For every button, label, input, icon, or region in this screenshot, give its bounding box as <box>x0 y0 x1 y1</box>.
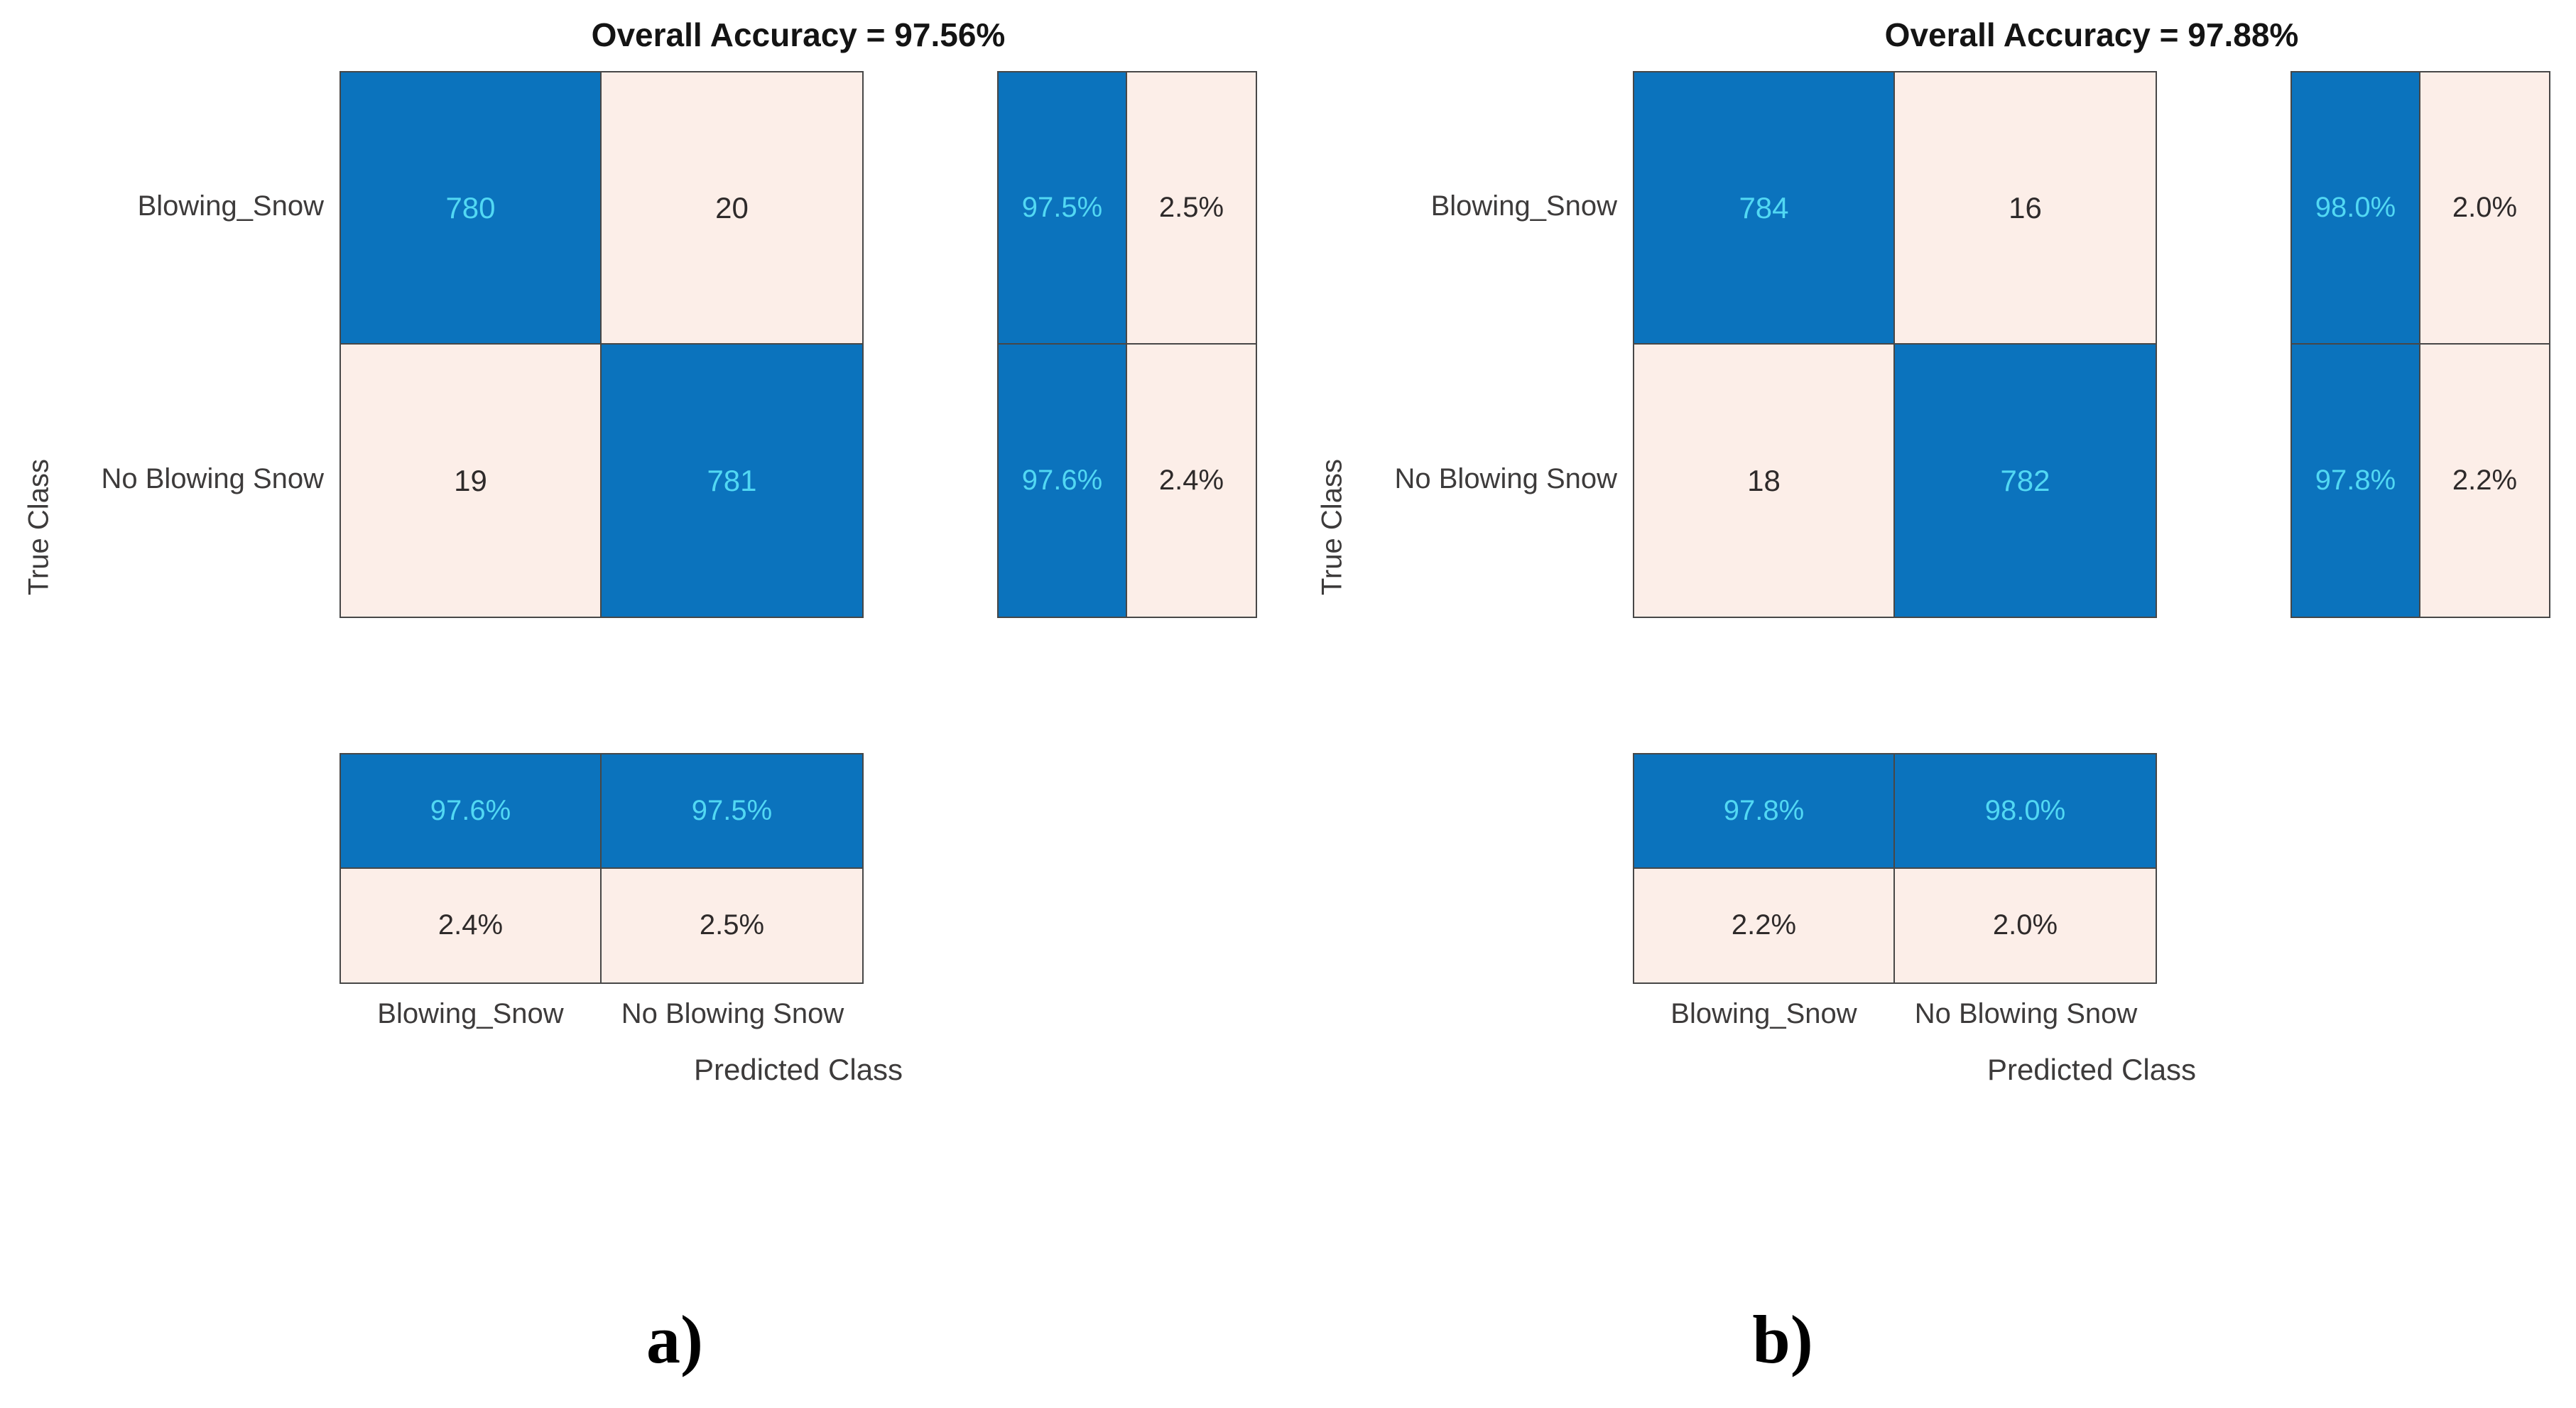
row-summary-cell: 2.4% <box>1127 345 1256 617</box>
col-summary-cell: 97.6% <box>341 754 602 869</box>
panel-b-ytick-blowing-snow: Blowing_Snow <box>1430 190 1617 222</box>
row-summary-cell: 97.5% <box>999 72 1127 345</box>
col-summary-cell: 2.5% <box>602 868 862 982</box>
panel-b-row-summary: 98.0% 2.0% 97.8% 2.2% <box>2290 71 2550 618</box>
col-summary-cell: 97.8% <box>1634 754 1895 869</box>
matrix-cell: 781 <box>602 345 862 617</box>
matrix-cell: 782 <box>1895 345 2156 617</box>
panel-a-ytick-blowing-snow: Blowing_Snow <box>137 190 324 222</box>
col-summary-cell: 97.5% <box>602 754 862 869</box>
panel-a-row-summary: 97.5% 2.5% 97.6% 2.4% <box>997 71 1257 618</box>
panel-a-x-axis-label: Predicted Class <box>693 1053 903 1086</box>
row-summary-cell: 97.6% <box>999 345 1127 617</box>
row-summary-cell: 98.0% <box>2292 72 2420 345</box>
matrix-cell: 16 <box>1895 72 2156 345</box>
panel-a-title: Overall Accuracy = 97.56% <box>591 16 1006 53</box>
row-summary-cell: 2.0% <box>2420 72 2549 345</box>
row-summary-cell: 2.5% <box>1127 72 1256 345</box>
panel-b-xtick-no-blowing-snow: No Blowing Snow <box>1914 998 2138 1029</box>
panel-b-xtick-blowing-snow: Blowing_Snow <box>1670 998 1857 1029</box>
panel-a-col-summary: 97.6% 97.5% 2.4% 2.5% <box>339 753 864 984</box>
panel-b-ytick-no-blowing-snow: No Blowing Snow <box>1394 463 1618 494</box>
panel-a-caption: a) <box>646 1301 703 1377</box>
matrix-cell: 19 <box>341 345 602 617</box>
panel-a-confusion-matrix: 780 20 19 781 <box>339 71 864 618</box>
panel-a-ytick-no-blowing-snow: No Blowing Snow <box>101 463 325 494</box>
panel-b-x-axis-label: Predicted Class <box>1987 1053 2197 1086</box>
col-summary-cell: 2.4% <box>341 868 602 982</box>
matrix-cell: 18 <box>1634 345 1895 617</box>
panel-a-xtick-no-blowing-snow: No Blowing Snow <box>621 998 844 1029</box>
col-summary-cell: 2.0% <box>1895 868 2156 982</box>
panel-a-xtick-blowing-snow: Blowing_Snow <box>377 998 564 1029</box>
row-summary-cell: 97.8% <box>2292 345 2420 617</box>
panel-b-title: Overall Accuracy = 97.88% <box>1884 16 2299 53</box>
matrix-cell: 20 <box>602 72 862 345</box>
col-summary-cell: 2.2% <box>1634 868 1895 982</box>
row-summary-cell: 2.2% <box>2420 345 2549 617</box>
panel-b-confusion-matrix: 784 16 18 782 <box>1633 71 2157 618</box>
panel-b-caption: b) <box>1752 1301 1813 1377</box>
col-summary-cell: 98.0% <box>1895 754 2156 869</box>
matrix-cell: 784 <box>1634 72 1895 345</box>
panel-b-col-summary: 97.8% 98.0% 2.2% 2.0% <box>1633 753 2157 984</box>
matrix-cell: 780 <box>341 72 602 345</box>
